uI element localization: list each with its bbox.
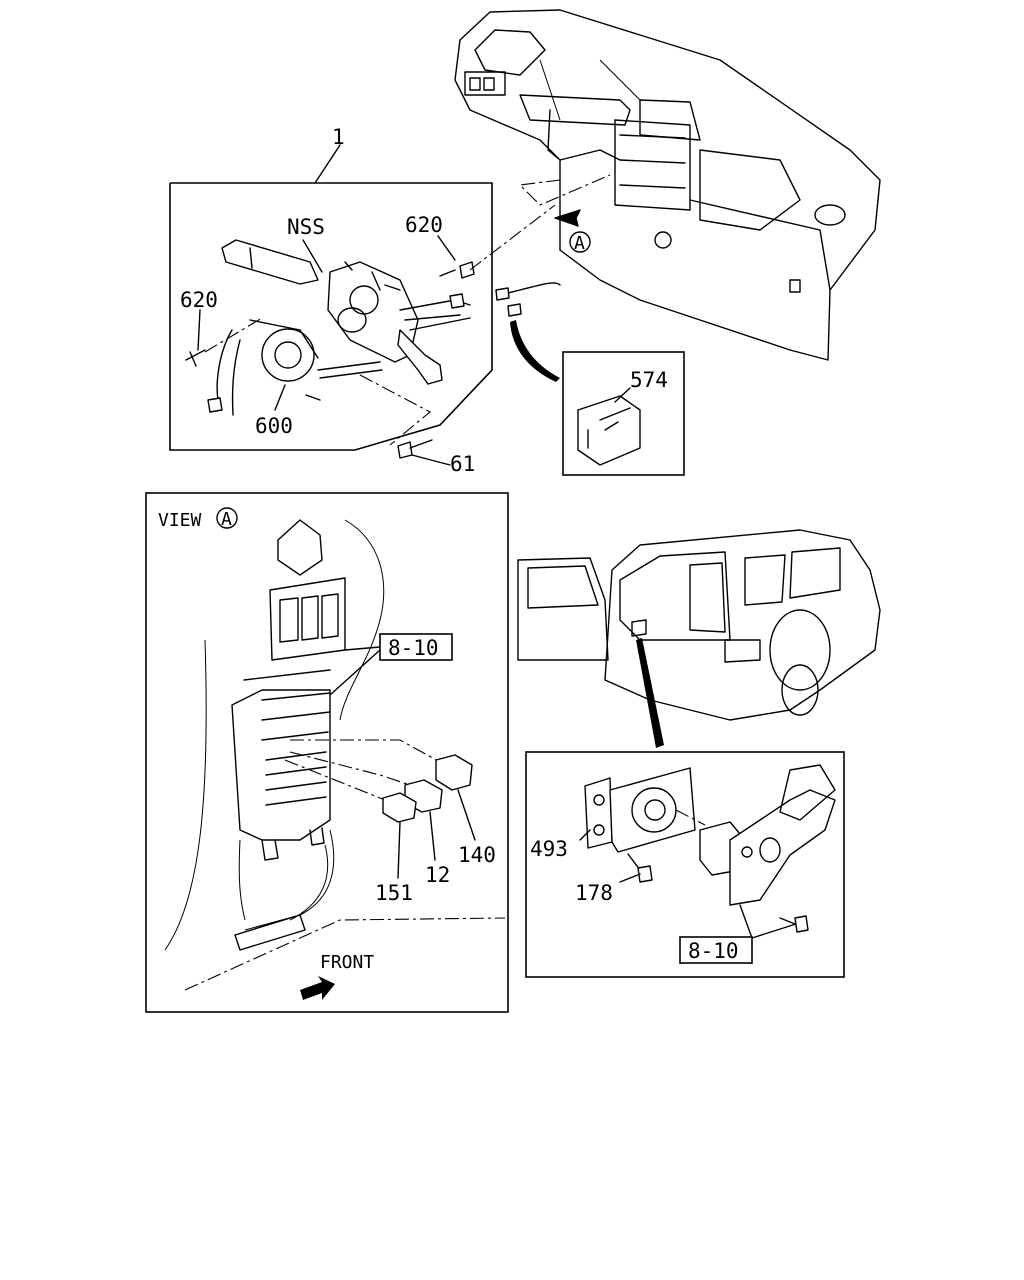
label-620-left: 620 [180, 288, 218, 312]
label-nss: NSS [287, 215, 325, 239]
door-switch-panel: 493 178 8-10 [525, 751, 845, 978]
leader-140 [457, 789, 476, 841]
ref-8-10-view: 8-10 [388, 636, 439, 660]
view-a-frame [145, 492, 509, 1013]
combination-switch-group: 1 NSS 620 620 600 [169, 125, 556, 451]
connector-574-frame [562, 351, 685, 476]
view-a-circle [216, 507, 238, 529]
label-600: 600 [255, 414, 293, 438]
view-a-panel: VIEW A 140 12 151 8-10 [145, 492, 509, 1013]
label-574: 574 [630, 368, 668, 392]
dashboard-illustration [454, 9, 881, 361]
leader-620-left [197, 309, 201, 351]
connector-574-callout: 574 [495, 282, 685, 476]
label-620-upper: 620 [405, 213, 443, 237]
leader-620-upper [437, 235, 456, 261]
label-493: 493 [530, 837, 568, 861]
combination-switch-frame [169, 182, 493, 451]
ref-a-circle [569, 231, 591, 253]
screw-61: 61 [397, 439, 475, 476]
vehicle-illustration [517, 529, 881, 748]
label-61: 61 [450, 452, 475, 476]
door-switch-frame [525, 751, 845, 978]
leader-600 [274, 384, 286, 411]
label-12: 12 [425, 863, 450, 887]
view-a-prefix: VIEW [158, 510, 202, 531]
leader-151 [397, 821, 401, 879]
label-front: FRONT [320, 952, 374, 973]
leader-493 [579, 829, 591, 841]
front-arrow [300, 976, 335, 1000]
leader-8-10-b [751, 923, 797, 939]
label-151: 151 [375, 881, 413, 905]
leader-12 [429, 811, 436, 861]
leader-8-10-a [739, 904, 753, 939]
ref-8-10-door: 8-10 [688, 939, 739, 963]
ref-a-letter: A [574, 233, 585, 254]
leader-part-1 [314, 144, 341, 184]
leader-nss [302, 239, 323, 273]
view-a-marker: A [554, 209, 591, 254]
label-part-1: 1 [332, 125, 345, 149]
leader-178 [619, 873, 641, 883]
ref-8-10-door-box [679, 936, 753, 964]
label-140: 140 [458, 843, 496, 867]
label-178: 178 [575, 881, 613, 905]
view-a-letter: A [221, 509, 232, 530]
